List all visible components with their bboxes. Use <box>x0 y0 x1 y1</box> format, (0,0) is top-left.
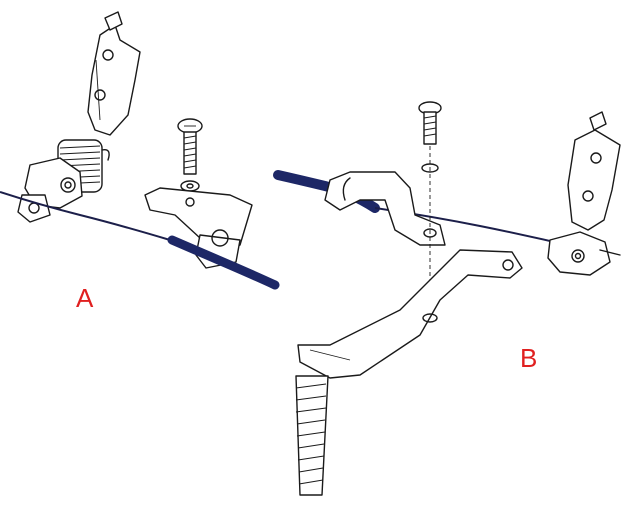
panel-b-vertical-spring <box>295 375 329 496</box>
panel-a-assembly <box>0 11 280 290</box>
panel-b-screw <box>418 101 442 310</box>
panel-a-cable-sheath <box>167 235 280 290</box>
panel-b-cable-clamp <box>547 231 621 276</box>
panel-b-assembly <box>273 101 621 496</box>
panel-a-lever-arm <box>87 11 141 136</box>
panel-a-label: A <box>76 283 94 313</box>
panel-b-lever-arm <box>567 111 621 231</box>
panel-a-cable-clamp <box>17 157 83 223</box>
panel-b-label: B <box>520 343 538 373</box>
panel-a-screw <box>177 118 203 192</box>
panel-a-cable-wire <box>0 191 171 241</box>
panel-b-operating-lever <box>297 249 523 379</box>
